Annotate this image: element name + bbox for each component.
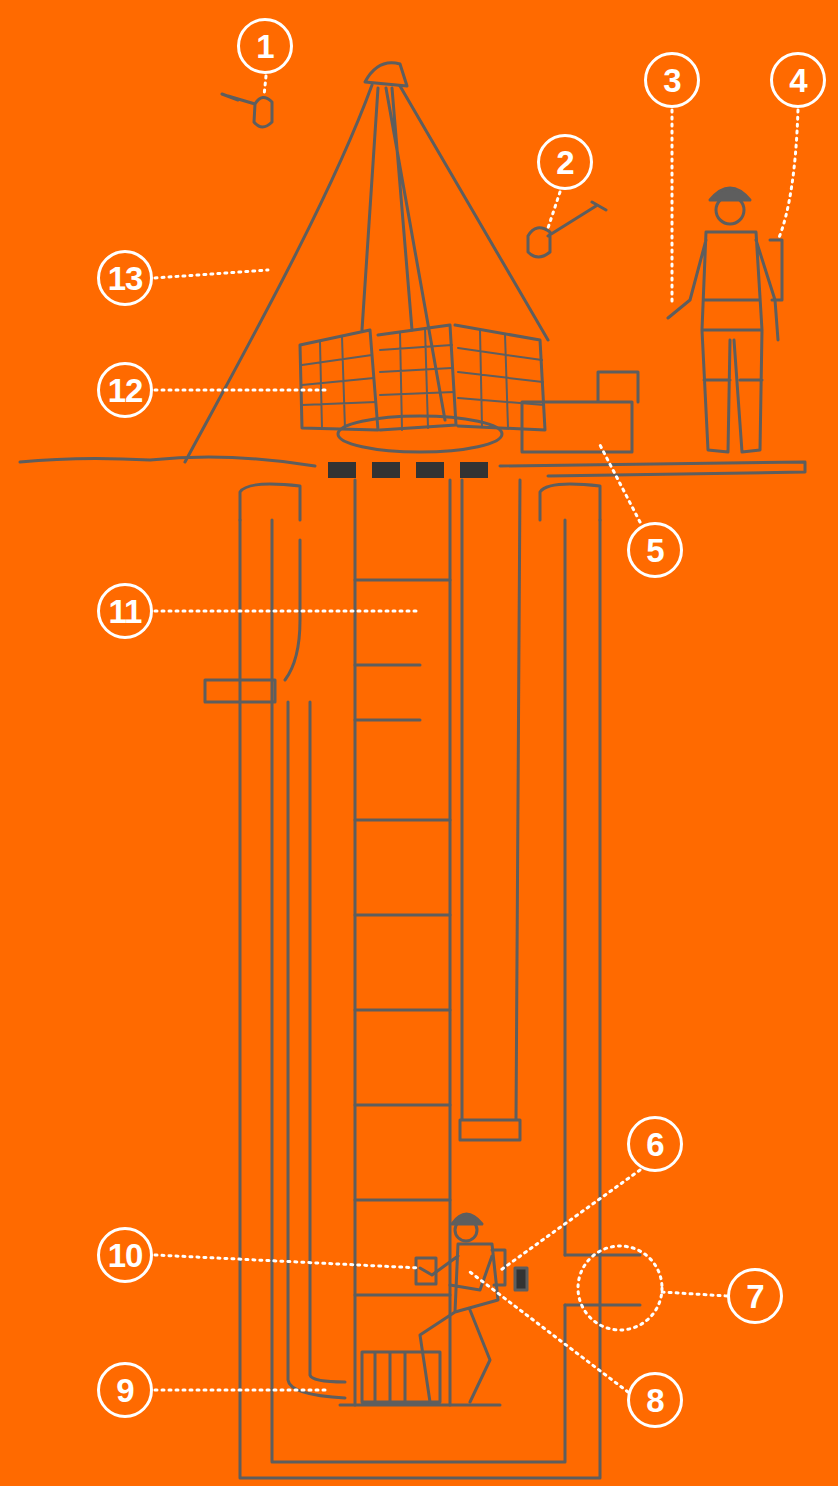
callout-number: 4 <box>789 64 806 97</box>
leader-line <box>662 1292 727 1296</box>
callout-number: 6 <box>646 1128 663 1161</box>
collar-block <box>460 462 488 478</box>
callout-circle: 12 <box>97 362 153 418</box>
line-art <box>20 63 805 1478</box>
leader-line <box>671 110 674 305</box>
manhole-ring <box>338 416 502 452</box>
worker-body <box>668 232 778 452</box>
leader-line <box>498 1170 640 1272</box>
callout-number: 11 <box>109 595 142 628</box>
callout-circle: 1 <box>237 18 293 74</box>
callout-circle: 7 <box>727 1268 783 1324</box>
callout-number: 2 <box>556 146 573 179</box>
callout-circle: 10 <box>97 1227 153 1283</box>
callout-number: 13 <box>108 262 143 295</box>
leader-line <box>155 270 268 278</box>
gas-detector <box>528 202 606 257</box>
callout-number: 1 <box>256 30 273 63</box>
gas-detector <box>222 94 272 127</box>
callout-circle: 11 <box>97 583 153 639</box>
callout-circle: 5 <box>627 522 683 578</box>
callout-circle: 13 <box>97 250 153 306</box>
callout-circle: 2 <box>537 134 593 190</box>
shaft-collar <box>540 484 600 520</box>
leader-line <box>778 110 798 240</box>
pump <box>340 1352 500 1405</box>
leader-line <box>155 389 330 392</box>
worker-body <box>420 1244 498 1402</box>
hard-hat <box>710 188 750 200</box>
leader-lines <box>155 76 798 1392</box>
leader-line <box>264 76 266 96</box>
shaft-lining <box>272 520 565 1462</box>
platform <box>500 462 805 476</box>
leader-line <box>548 192 560 228</box>
leader-line <box>470 1272 628 1392</box>
shaft-opening <box>565 1255 640 1305</box>
collar-block <box>328 462 356 478</box>
ladder-rung <box>355 580 450 1295</box>
callout-number: 7 <box>746 1280 763 1313</box>
blower <box>522 372 638 452</box>
radio <box>770 240 782 300</box>
callout-circle: 4 <box>770 52 826 108</box>
gas-monitor <box>416 1258 436 1284</box>
belt-device <box>515 1268 527 1290</box>
callout-number: 12 <box>108 374 143 407</box>
leader-line <box>600 445 640 522</box>
leader-line <box>155 1389 325 1392</box>
ventilation-duct <box>460 480 520 1140</box>
collar-blocks <box>328 462 488 478</box>
tripod-head <box>365 63 407 86</box>
shaft-collar <box>240 484 300 520</box>
leader-circle <box>578 1246 662 1330</box>
callout-circle: 3 <box>644 52 700 108</box>
hard-hat <box>452 1214 482 1224</box>
leader-line <box>155 1255 420 1268</box>
callout-number: 10 <box>108 1239 143 1272</box>
ground-line <box>20 457 315 466</box>
tripod-leg <box>400 86 548 340</box>
callout-number: 5 <box>646 534 663 567</box>
callout-number: 8 <box>646 1384 663 1417</box>
callout-circle: 9 <box>97 1362 153 1418</box>
callout-circle: 8 <box>627 1372 683 1428</box>
guard-cage <box>300 325 545 430</box>
collar-block <box>416 462 444 478</box>
pump-pipe <box>205 540 345 1398</box>
callout-number: 9 <box>116 1374 133 1407</box>
callout-number: 3 <box>663 64 680 97</box>
leader-line <box>155 610 420 613</box>
callout-circle: 6 <box>627 1116 683 1172</box>
collar-block <box>372 462 400 478</box>
